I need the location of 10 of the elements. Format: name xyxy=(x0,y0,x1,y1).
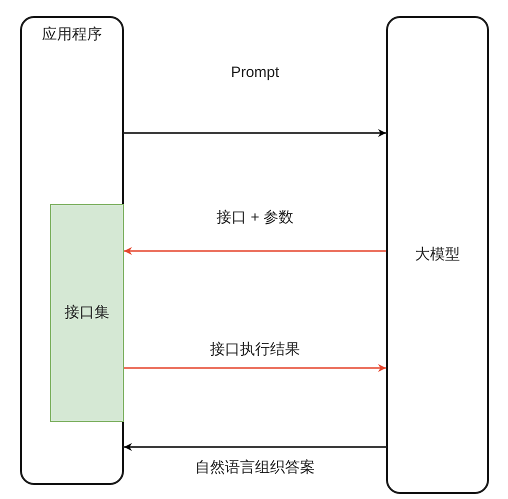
node-label: 接口集 xyxy=(64,302,110,323)
participant-box xyxy=(20,16,124,485)
arrow xyxy=(124,364,386,372)
participant-box xyxy=(386,16,489,494)
arrow xyxy=(124,443,386,451)
arrow xyxy=(124,247,386,255)
interface-set-box xyxy=(50,204,124,422)
node-label: 应用程序 xyxy=(41,25,103,45)
arrow xyxy=(124,129,386,137)
node-label: 大模型 xyxy=(414,244,461,265)
